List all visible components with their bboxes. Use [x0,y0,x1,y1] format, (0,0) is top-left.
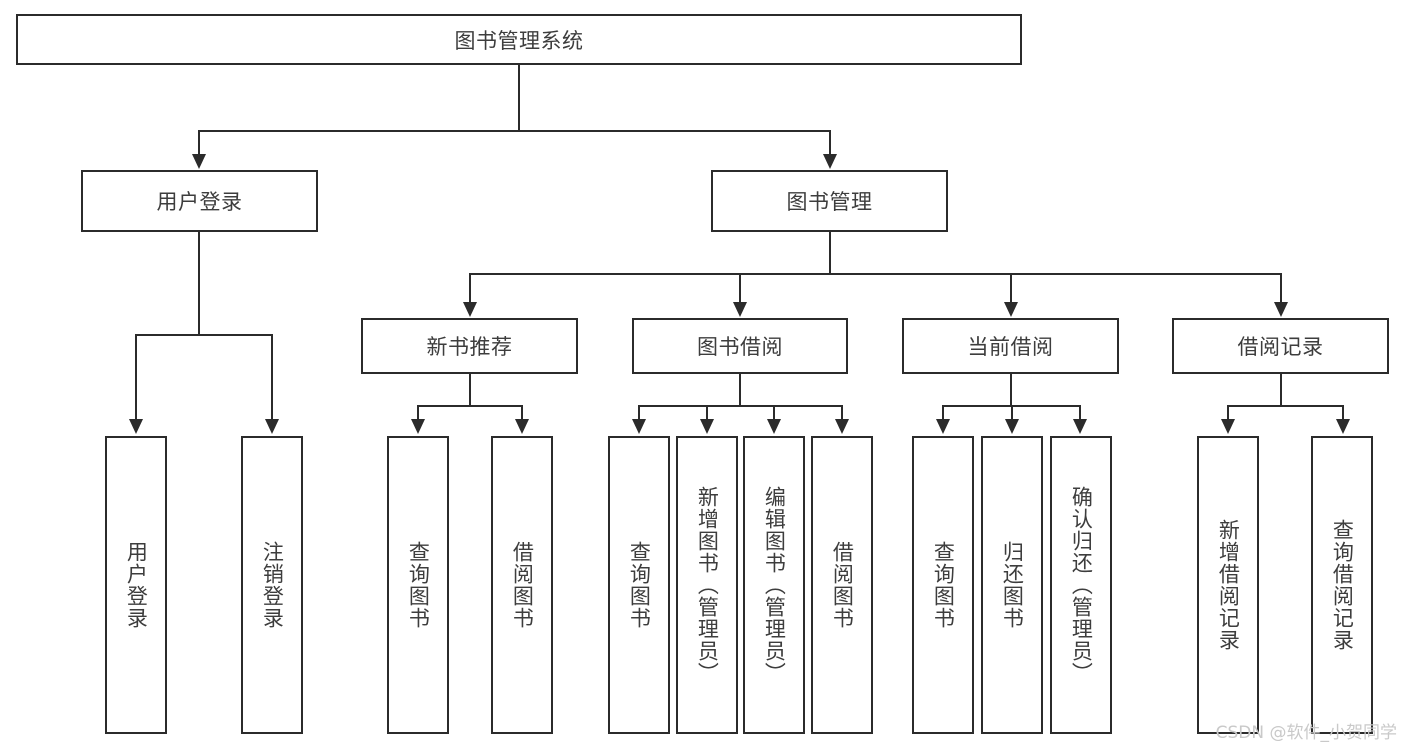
arrow-leaf-cb-return-book [1005,419,1019,434]
node-label: 用户登录 [156,190,243,214]
leaf-user-login[interactable]: 用户登录 [105,436,167,734]
connector-user-login-stem [198,232,200,335]
arrow-to-new-book-recommend [463,302,477,317]
arrow-leaf-bb-borrow-book [835,419,849,434]
connector-nbr-drop-1 [417,405,419,420]
connector-cb-stem [1010,374,1012,406]
node-label: 编辑图书（管理员） [762,486,787,684]
node-label: 查询图书 [931,541,956,629]
leaf-nbr-borrow-book[interactable]: 借阅图书 [491,436,553,734]
leaf-cb-return-book[interactable]: 归还图书 [981,436,1043,734]
connector-cb-drop-2 [1011,405,1013,420]
connector-br-stem [1280,374,1282,406]
node-label: 查询图书 [406,541,431,629]
leaf-br-add-record[interactable]: 新增借阅记录 [1197,436,1259,734]
connector-nbr-bus [417,405,522,407]
arrow-leaf-logout [265,419,279,434]
connector-cb-drop-3 [1079,405,1081,420]
arrow-to-borrow-record [1274,302,1288,317]
node-label: 借阅记录 [1237,335,1324,359]
node-root-system[interactable]: 图书管理系统 [16,14,1022,65]
connector-root-to-user-login [198,130,200,156]
node-label: 图书管理系统 [454,28,584,53]
arrow-to-current-borrow [1004,302,1018,317]
node-book-borrow[interactable]: 图书借阅 [632,318,848,374]
node-label: 新增借阅记录 [1216,519,1241,651]
node-user-login[interactable]: 用户登录 [81,170,318,232]
connector-br-drop-1 [1227,405,1229,420]
leaf-br-query-record[interactable]: 查询借阅记录 [1311,436,1373,734]
node-label: 图书借阅 [697,335,783,359]
connector-bb-stem [739,374,741,406]
connector-user-login-bus [135,334,272,336]
connector-nbr-stem [469,374,471,406]
node-label: 新书推荐 [426,335,513,359]
arrow-leaf-user-login [129,419,143,434]
arrow-leaf-nbr-query-book [411,419,425,434]
node-current-borrow[interactable]: 当前借阅 [902,318,1119,374]
connector-root-bus [198,130,830,132]
connector-br-bus [1227,405,1343,407]
node-label: 归还图书 [1000,541,1025,629]
node-label: 查询图书 [627,541,652,629]
connector-bb-bus [638,405,843,407]
connector-user-login-drop-2 [271,334,273,420]
connector-root-to-book-manage [829,130,831,156]
arrow-leaf-bb-query-book [632,419,646,434]
connector-cb-drop-1 [942,405,944,420]
node-label: 当前借阅 [967,335,1054,359]
leaf-cb-query-book[interactable]: 查询图书 [912,436,974,734]
connector-bm-drop-4 [1280,273,1282,304]
node-label: 注销登录 [260,541,285,629]
arrow-to-user-login [192,154,206,169]
arrow-leaf-br-query-record [1336,419,1350,434]
connector-root-stem [518,65,520,131]
arrow-leaf-br-add-record [1221,419,1235,434]
node-label: 确认归还（管理员） [1069,486,1094,684]
connector-nbr-drop-2 [521,405,523,420]
connector-bb-drop-4 [841,405,843,420]
leaf-bb-edit-book[interactable]: 编辑图书（管理员） [743,436,805,734]
node-label: 查询借阅记录 [1330,519,1355,651]
leaf-nbr-query-book[interactable]: 查询图书 [387,436,449,734]
arrow-to-book-borrow [733,302,747,317]
leaf-bb-query-book[interactable]: 查询图书 [608,436,670,734]
node-label: 图书管理 [786,190,873,214]
arrow-leaf-cb-confirm-return [1073,419,1087,434]
connector-book-manage-bus [469,273,1281,275]
arrow-leaf-cb-query-book [936,419,950,434]
node-borrow-record[interactable]: 借阅记录 [1172,318,1389,374]
leaf-bb-borrow-book[interactable]: 借阅图书 [811,436,873,734]
connector-bb-drop-3 [773,405,775,420]
node-label: 新增图书（管理员） [695,486,720,684]
connector-bb-drop-1 [638,405,640,420]
node-label: 用户登录 [124,541,149,629]
connector-bb-drop-2 [706,405,708,420]
node-book-manage[interactable]: 图书管理 [711,170,948,232]
connector-bm-drop-1 [469,273,471,304]
leaf-logout[interactable]: 注销登录 [241,436,303,734]
arrow-leaf-bb-add-book [700,419,714,434]
leaf-bb-add-book[interactable]: 新增图书（管理员） [676,436,738,734]
leaf-cb-confirm-return[interactable]: 确认归还（管理员） [1050,436,1112,734]
connector-book-manage-stem [829,232,831,274]
node-label: 借阅图书 [510,541,535,629]
arrow-leaf-bb-edit-book [767,419,781,434]
node-new-book-recommend[interactable]: 新书推荐 [361,318,578,374]
connector-br-drop-2 [1342,405,1344,420]
connector-bm-drop-2 [739,273,741,304]
node-label: 借阅图书 [830,541,855,629]
connector-user-login-drop-1 [135,334,137,420]
arrow-to-book-manage [823,154,837,169]
arrow-leaf-nbr-borrow-book [515,419,529,434]
connector-bm-drop-3 [1010,273,1012,304]
